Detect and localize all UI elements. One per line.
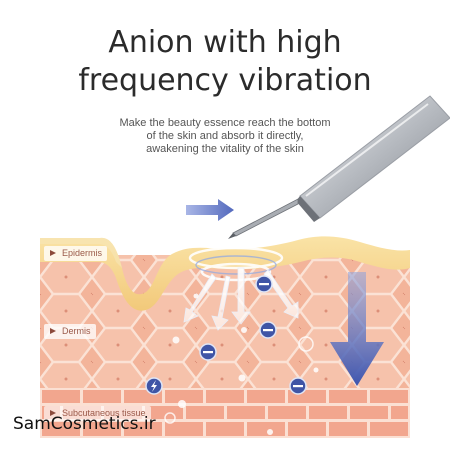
watermark: SamCosmetics.ir (13, 414, 156, 434)
triangle-marker-icon (50, 328, 56, 334)
vibration-rings (188, 246, 284, 282)
description-line-1: Make the beauty essence reach the bottom (119, 117, 331, 129)
epidermis-layer (40, 236, 410, 311)
triangle-marker-icon (50, 410, 56, 416)
arrow-right-icon (186, 199, 234, 221)
triangle-marker-icon (50, 250, 56, 256)
minus-circle-icon (259, 321, 277, 339)
minus-circle-icon (199, 343, 217, 361)
epidermis-label-text: Epidermis (62, 248, 103, 258)
minus-circle-icon (289, 377, 307, 395)
subcutaneous-label-text: Subcutaneous tissue (62, 408, 146, 418)
essence-bubbles (172, 293, 319, 435)
headline-line-2: frequency vibration (78, 63, 372, 98)
dermis-label-text: Dermis (62, 326, 91, 336)
epidermis-label: Epidermis (44, 246, 108, 261)
ultrasonic-spatula-icon (228, 95, 450, 239)
headline-line-1: Anion with high (108, 25, 342, 60)
lightning-circle-icon (145, 377, 163, 395)
description: Make the beauty essence reach the bottom… (80, 117, 370, 156)
arrow-down-icon (330, 272, 384, 386)
subcutaneous-label: Subcutaneous tissue (44, 406, 151, 421)
description-line-2: of the skin and absorb it directly, (146, 130, 304, 142)
minus-circle-icon (255, 275, 273, 293)
headline: Anion with high frequency vibration (0, 24, 450, 100)
description-line-3: awakening the vitality of the skin (146, 143, 304, 155)
dermis-label: Dermis (44, 324, 96, 339)
subcutaneous-layer (40, 388, 410, 438)
